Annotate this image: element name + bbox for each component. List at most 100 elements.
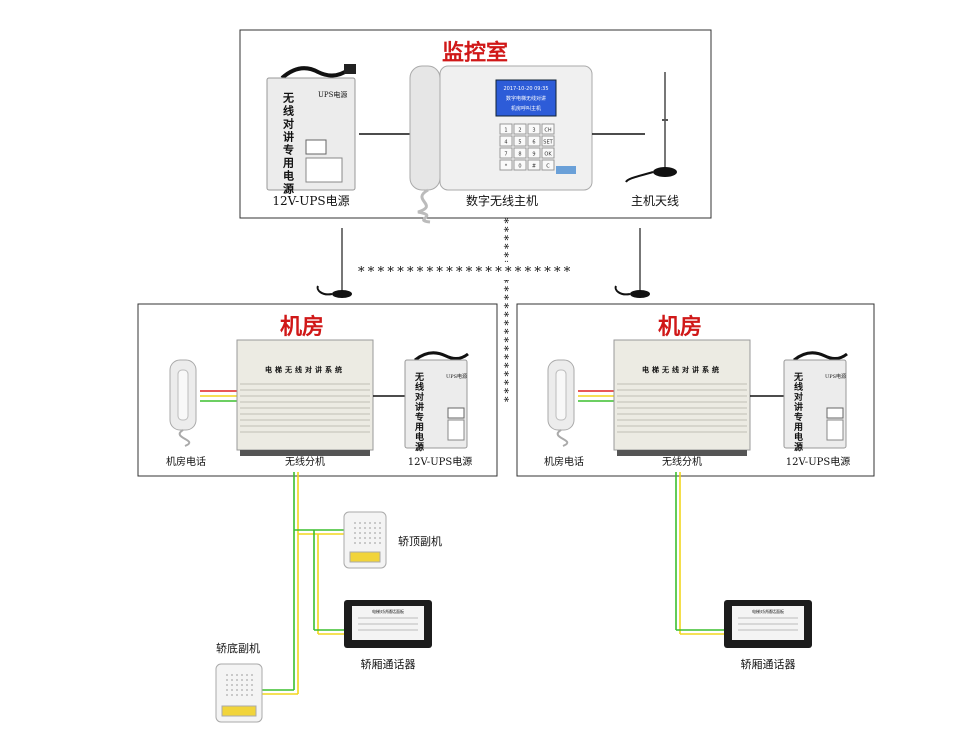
speaker-hole (354, 522, 356, 524)
speaker-hole (226, 689, 228, 691)
right-wall-phone-icon (547, 359, 575, 447)
host-antenna-icon (625, 72, 677, 183)
speaker-hole (236, 689, 238, 691)
right-branch-box-text: 电梯无线对讲系统 (642, 365, 722, 374)
host-key-label: 0 (518, 164, 521, 170)
lcd-line-3: 机房呼叫主机 (511, 105, 541, 112)
speaker-hole (231, 689, 233, 691)
right-branch-label: 无线分机 (662, 455, 702, 468)
right-car-wiring (675, 472, 726, 635)
plug-icon (344, 64, 356, 74)
speaker-hole (226, 694, 228, 696)
ups-vertical-text: 无线对讲专用电源 (282, 92, 296, 196)
speaker-hole (354, 542, 356, 544)
host-key-label: 6 (532, 140, 535, 146)
control-room-title: 监控室 (442, 40, 508, 66)
right-car-intercom-label: 轿厢通话器 (741, 657, 796, 671)
speaker-hole (246, 694, 248, 696)
speaker-hole (246, 674, 248, 676)
speaker-hole (251, 684, 253, 686)
left-intercom-panel-title: 电梯对讲通话面板 (372, 608, 404, 614)
host-key (541, 147, 555, 159)
host-key-label: OK (544, 152, 552, 158)
speaker-hole (241, 689, 243, 691)
speaker-hole (246, 689, 248, 691)
wireless-link-vertical: ********************** (498, 218, 511, 405)
host-key (499, 123, 513, 135)
ups-cable-icon (280, 66, 350, 80)
car-bottom-unit-label: 轿底副机 (216, 641, 260, 655)
right-intercom-panel-title: 电梯对讲通话面板 (752, 608, 784, 614)
control-ups-box: 无线对讲专用电源 UPS电源 (266, 64, 356, 196)
right-branch-vents (617, 383, 747, 433)
right-antenna-icon (614, 228, 650, 298)
car-bottom-unit-icon (215, 663, 263, 723)
host-key (527, 159, 541, 171)
host-key (527, 147, 541, 159)
speaker-hole (379, 542, 381, 544)
host-key (541, 123, 555, 135)
host-key (527, 135, 541, 147)
speaker-hole (379, 537, 381, 539)
left-ups-vertical-text: 无线对讲专用电源 (413, 372, 425, 452)
host-key-label: CH (544, 128, 551, 134)
machine-room-right-panel: 机房 机房电话 电梯无线对讲系统 无线分机 无线对讲专用电源 UPS电源 12V… (516, 303, 875, 477)
speaker-hole (226, 679, 228, 681)
speaker-hole (246, 684, 248, 686)
control-room-panel: 监控室 无线对讲专用电源 UPS电源 12V-UPS电源 2017-10-20 … (239, 29, 712, 224)
lcd-line-1: 2017-10-20 09:35 (503, 86, 548, 92)
host-lcd-screen (495, 79, 557, 117)
host-key (499, 159, 513, 171)
right-phone-label: 机房电话 (544, 455, 584, 468)
speaker-hole (246, 679, 248, 681)
left-car-wiring (262, 472, 345, 695)
right-car-intercom-icon (724, 600, 812, 648)
speaker-hole (226, 674, 228, 676)
host-antenna-label: 主机天线 (631, 194, 679, 208)
speaker-hole (364, 537, 366, 539)
car-top-unit-icon (343, 511, 387, 569)
speaker-hole (231, 694, 233, 696)
speaker-hole (379, 532, 381, 534)
speaker-hole (369, 527, 371, 529)
speaker-hole (241, 679, 243, 681)
link-mask (495, 262, 515, 280)
left-antenna-icon (316, 228, 352, 298)
speaker-hole (359, 532, 361, 534)
left-ups-box (404, 351, 469, 449)
speaker-hole (369, 532, 371, 534)
speaker-hole (364, 542, 366, 544)
host-key-label: SET (543, 140, 553, 146)
speaker-hole (359, 522, 361, 524)
speaker-hole (231, 674, 233, 676)
host-key (541, 159, 555, 171)
left-car-intercom-label: 轿厢通话器 (361, 657, 416, 671)
control-ups-label: 12V-UPS电源 (272, 194, 349, 208)
host-key-label: 5 (518, 140, 521, 146)
speaker-hole (236, 674, 238, 676)
speaker-hole (374, 522, 376, 524)
speaker-hole (379, 522, 381, 524)
host-key-label: 1 (504, 128, 507, 134)
speaker-hole (236, 684, 238, 686)
speaker-hole (241, 674, 243, 676)
right-branch-box (613, 339, 751, 456)
speaker-hole (369, 537, 371, 539)
speaker-hole (226, 684, 228, 686)
speaker-hole (251, 694, 253, 696)
speaker-hole (374, 537, 376, 539)
machine-room-left-title: 机房 (280, 314, 324, 340)
left-branch-vents (240, 383, 370, 433)
speaker-hole (241, 684, 243, 686)
host-key (499, 135, 513, 147)
left-phone-label: 机房电话 (166, 455, 206, 468)
right-ups-label: 12V-UPS电源 (786, 455, 850, 468)
host-key-label: 4 (504, 140, 507, 146)
host-key-label: 2 (518, 128, 521, 134)
speaker-hole (369, 522, 371, 524)
host-key (499, 147, 513, 159)
host-key-label: 7 (504, 152, 507, 158)
speaker-hole (359, 542, 361, 544)
